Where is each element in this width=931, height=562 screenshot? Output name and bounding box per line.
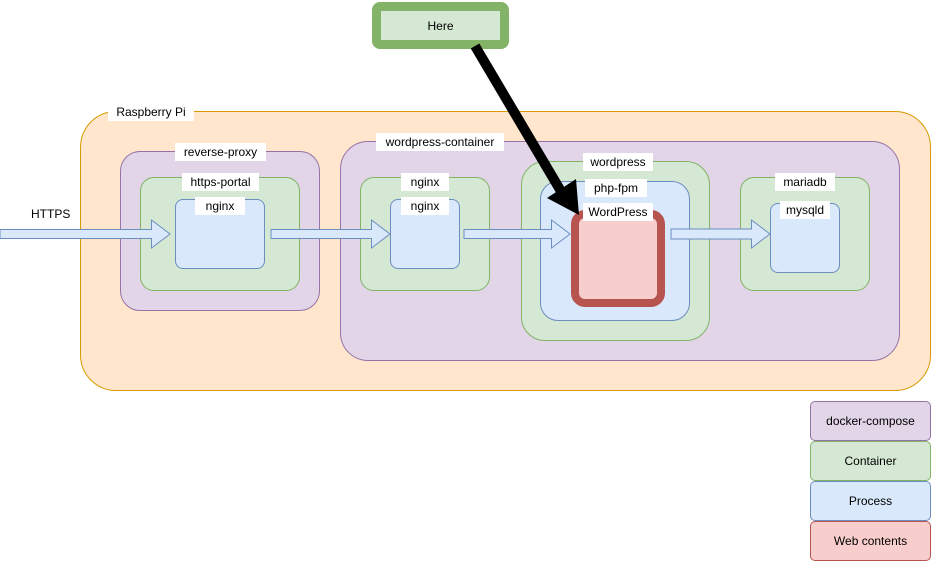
legend-process: Process	[810, 481, 931, 521]
https-portal-label: https-portal	[182, 173, 259, 191]
wordpress-web-contents-label: WordPress	[583, 203, 653, 221]
php-fpm-label: php-fpm	[585, 179, 647, 197]
legend-web-contents-label: Web contents	[833, 534, 908, 548]
mysqld-label: mysqld	[780, 201, 830, 219]
https-label: HTTPS	[31, 207, 71, 221]
here-button-frame[interactable]: Here	[372, 2, 509, 49]
wordpress-app-container-label: wordpress	[583, 153, 653, 171]
legend-docker-compose: docker-compose	[810, 401, 931, 441]
reverse-proxy-label: reverse-proxy	[175, 143, 266, 161]
here-button-label: Here	[427, 18, 454, 33]
raspberry-pi-label: Raspberry Pi	[108, 103, 194, 121]
legend-docker-compose-label: docker-compose	[826, 414, 915, 428]
reverse-proxy-nginx-label: nginx	[195, 197, 245, 215]
legend-container: Container	[810, 441, 931, 481]
here-button[interactable]: Here	[380, 10, 501, 41]
legend-web-contents: Web contents	[810, 521, 931, 561]
legend-container-label: Container	[844, 454, 897, 468]
nginx-process-label: nginx	[401, 197, 449, 215]
wordpress-container-label: wordpress-container	[376, 133, 504, 151]
nginx-container-label: nginx	[401, 173, 449, 191]
reverse-proxy-nginx-process	[175, 199, 265, 269]
wordpress-web-contents	[571, 210, 665, 307]
legend-process-label: Process	[848, 494, 893, 508]
mariadb-container-label: mariadb	[775, 173, 835, 191]
